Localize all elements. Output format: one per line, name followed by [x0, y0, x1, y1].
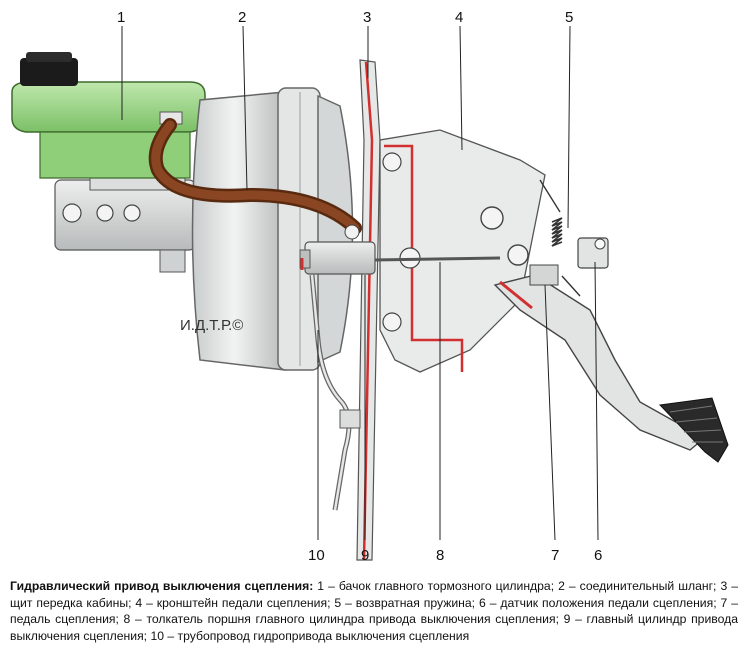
master-brake-cylinder	[54, 169, 196, 273]
callout-8: 8	[436, 547, 444, 564]
callout-5: 5	[565, 9, 573, 26]
callout-6: 6	[594, 547, 602, 564]
clutch-hydraulic-diagram: 1 2 3 4 5 6 7 8 9 10 И.Д.Т.Р.©	[11, 9, 729, 564]
caption-title: Гидравлический привод выключения сцеплен…	[10, 579, 314, 593]
callout-1: 1	[117, 9, 125, 26]
vacuum-booster	[191, 87, 354, 371]
callout-3: 3	[363, 9, 371, 26]
callout-7: 7	[551, 547, 559, 564]
master-cylinder-pushrod	[374, 256, 501, 262]
clutch-pedal	[493, 264, 729, 463]
pedal-position-sensor	[577, 237, 609, 269]
caption-text: 1 – бачок главного тормозного цилиндра; …	[10, 579, 738, 643]
cabin-front-panel	[356, 59, 381, 561]
return-spring	[539, 179, 581, 297]
clutch-pedal-bracket	[379, 129, 546, 373]
clutch-master-cylinder	[299, 224, 376, 275]
brake-fluid-reservoir	[11, 52, 206, 179]
watermark-text: И.Д.Т.Р.©	[180, 317, 243, 334]
callout-4: 4	[455, 9, 463, 26]
figure-caption: Гидравлический привод выключения сцеплен…	[10, 578, 738, 644]
callout-9: 9	[361, 547, 369, 564]
callout-10: 10	[308, 547, 325, 564]
callout-2: 2	[238, 9, 246, 26]
